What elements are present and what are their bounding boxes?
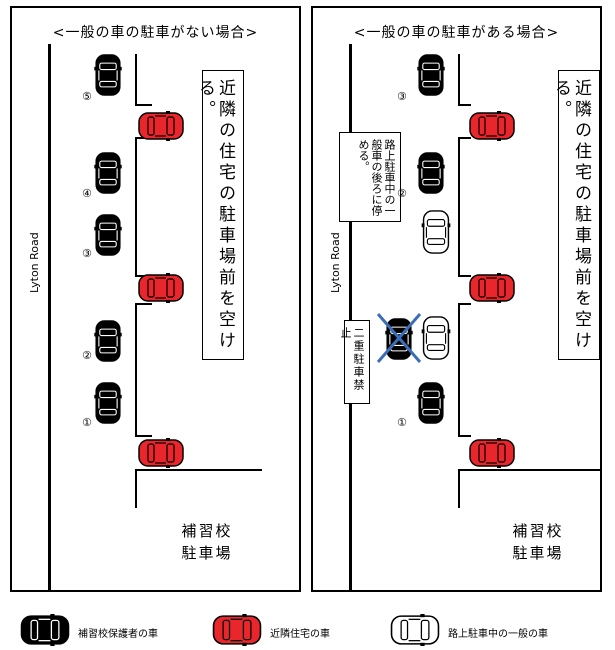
red-car-icon — [212, 614, 262, 650]
car-number-2: ② — [397, 187, 407, 200]
parent-car-3-icon — [94, 214, 122, 260]
general-car-icon — [421, 316, 451, 364]
legend-general-car: 路上駐車中の一般の車 — [390, 614, 548, 650]
car-number-4: ④ — [82, 187, 92, 200]
general-car-icon — [421, 210, 451, 258]
side-note-box: 近隣の住宅の駐車場前を空ける。 — [551, 70, 600, 360]
neighbor-car-icon — [469, 111, 515, 145]
neighbor-car-icon — [469, 438, 515, 472]
car-number-3: ③ — [82, 247, 92, 260]
car-number-3: ③ — [397, 90, 407, 103]
parent-car-1-icon — [417, 382, 445, 428]
car-number-5: ⑤ — [82, 90, 92, 103]
car-number-2: ② — [82, 349, 92, 362]
double-parking-prohibited-note: 二重駐車禁止 — [339, 320, 370, 404]
parent-car-2-icon — [417, 152, 445, 198]
legend-label: 路上駐車中の一般の車 — [448, 628, 548, 640]
street-parking-note: 路上駐車中の一般車の後ろに停める。 — [339, 132, 401, 222]
neighbor-car-icon — [469, 273, 515, 307]
neighbor-car-icon — [138, 438, 184, 472]
parent-car-3-icon — [417, 54, 445, 100]
curb-outline — [458, 54, 600, 508]
parent-car-5-icon — [94, 54, 122, 100]
prohibited-cross-icon — [375, 311, 423, 369]
left-panel: <一般の車の駐車がない場合> Lyton Road 近隣の住宅の駐車場前を空ける… — [10, 6, 301, 592]
right-panel: <一般の車の駐車がある場合> Lyton Road 近隣の住宅の駐車場前を空ける… — [311, 6, 602, 592]
school-parking-lot-label: 補習校 駐車場 — [512, 522, 564, 562]
legend-parent-car: 補習校保護者の車 — [20, 614, 158, 650]
black-car-icon — [20, 614, 70, 650]
car-number-1: ① — [397, 416, 407, 429]
parent-car-4-icon — [94, 152, 122, 198]
parent-car-2-icon — [94, 320, 122, 366]
legend-neighbor-car: 近隣住宅の車 — [212, 614, 330, 650]
parent-car-1-icon — [94, 382, 122, 428]
side-note-box: 近隣の住宅の駐車場前を空ける。 — [195, 70, 244, 360]
road-edge-line — [48, 44, 51, 590]
car-number-1: ① — [82, 416, 92, 429]
legend-label: 補習校保護者の車 — [78, 628, 158, 640]
neighbor-car-icon — [138, 111, 184, 145]
white-car-icon — [390, 614, 440, 650]
legend-label: 近隣住宅の車 — [270, 628, 330, 640]
right-panel-title: <一般の車の駐車がある場合> — [353, 25, 560, 41]
neighbor-car-icon — [138, 273, 184, 307]
left-panel-title: <一般の車の駐車がない場合> — [52, 25, 259, 41]
road-edge-line — [349, 44, 352, 590]
school-parking-lot-label: 補習校 駐車場 — [181, 522, 233, 562]
